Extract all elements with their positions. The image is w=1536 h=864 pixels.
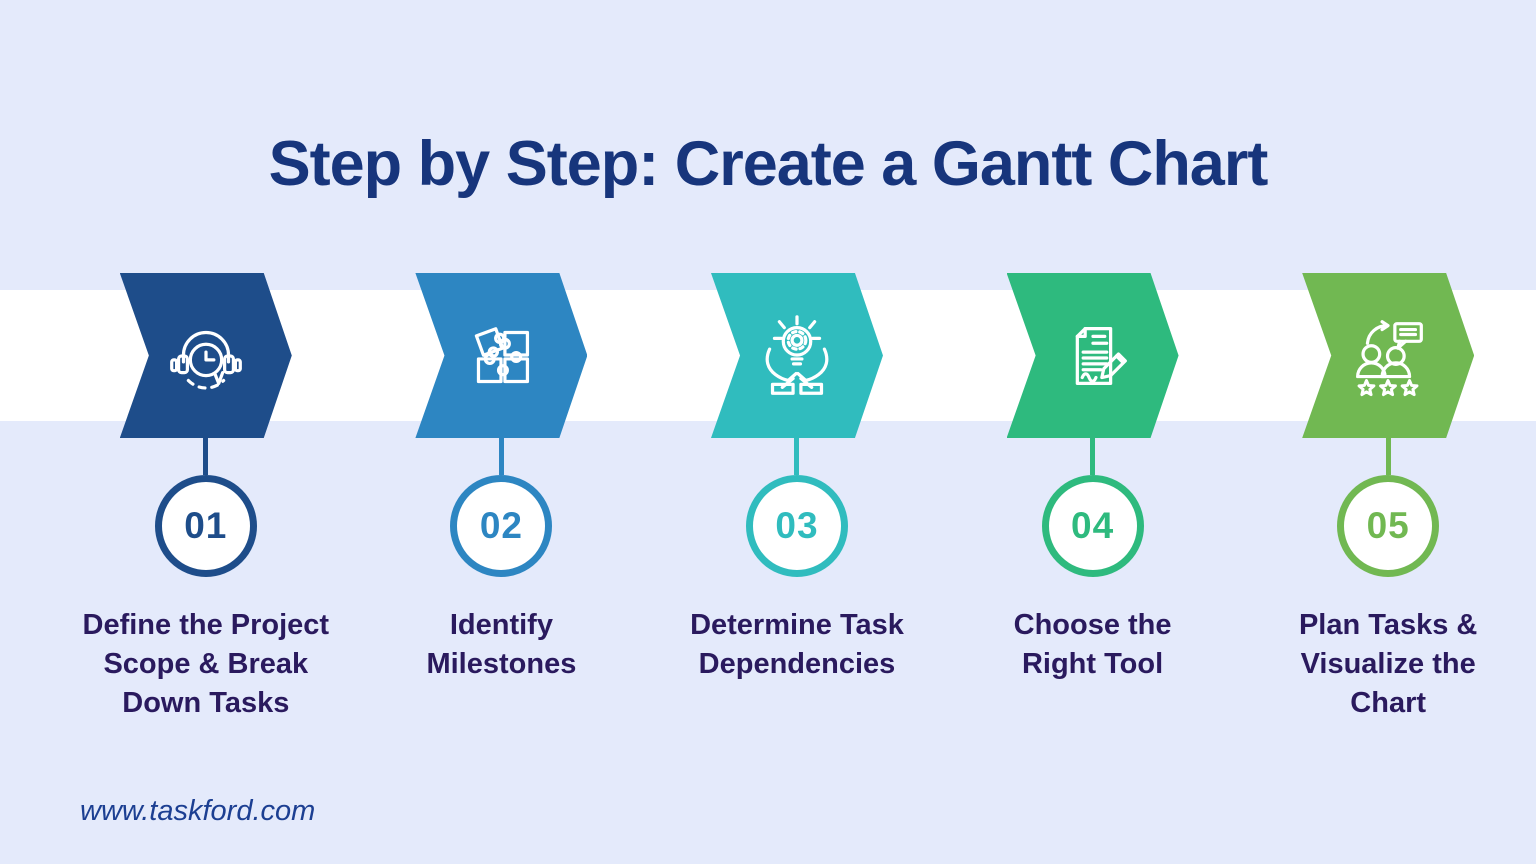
step-1-connector bbox=[203, 438, 209, 475]
step-5-label: Plan Tasks & Visualize the Chart bbox=[1298, 609, 1478, 719]
step-4-number-badge: 04 bbox=[1041, 475, 1144, 577]
step-5: 05 Plan Tasks & Visualize the Chart bbox=[1240, 273, 1536, 723]
page-title: Step by Step: Create a Gantt Chart bbox=[268, 129, 1269, 200]
step-4-label: Choose the Right Tool bbox=[1013, 609, 1172, 680]
website-url: www.taskford.com bbox=[80, 795, 316, 827]
step-4-number: 04 bbox=[1071, 505, 1115, 546]
step-3-number-badge: 03 bbox=[745, 475, 848, 577]
step-4-connector bbox=[1090, 438, 1096, 475]
team-feedback-icon bbox=[1356, 319, 1424, 396]
step-3-number: 03 bbox=[775, 505, 819, 546]
step-5-arrow bbox=[1302, 273, 1475, 438]
step-3-arrow bbox=[710, 273, 883, 438]
step-2-label: Identify Milestones bbox=[426, 609, 577, 680]
step-1: 01 Define the Project Scope & Break Down… bbox=[58, 273, 354, 723]
step-4: 04 Choose the Right Tool bbox=[945, 273, 1241, 723]
step-1-label: Define the Project Scope & Break Down Ta… bbox=[82, 609, 330, 719]
step-1-number-badge: 01 bbox=[154, 475, 257, 577]
step-5-connector bbox=[1385, 438, 1391, 475]
step-2-connector bbox=[498, 438, 504, 475]
step-4-arrow bbox=[1006, 273, 1179, 438]
step-5-number: 05 bbox=[1366, 505, 1410, 546]
hands-lightbulb-gear-icon bbox=[765, 314, 829, 395]
document-pencil-icon bbox=[1075, 326, 1127, 385]
step-1-number: 01 bbox=[184, 505, 228, 546]
step-2-number: 02 bbox=[479, 505, 523, 546]
step-3-label: Determine Task Dependencies bbox=[690, 609, 904, 680]
step-5-number-badge: 05 bbox=[1337, 475, 1440, 577]
steps-row: 01 Define the Project Scope & Break Down… bbox=[58, 273, 1536, 723]
step-2: 02 Identify Milestones bbox=[354, 273, 650, 723]
step-1-arrow bbox=[119, 273, 292, 438]
step-2-number-badge: 02 bbox=[450, 475, 553, 577]
step-3-connector bbox=[794, 438, 800, 475]
clock-headset-icon bbox=[169, 330, 242, 390]
step-2-arrow bbox=[415, 273, 588, 438]
puzzle-pieces-icon bbox=[475, 326, 530, 383]
step-3: 03 Determine Task Dependencies bbox=[649, 273, 945, 723]
